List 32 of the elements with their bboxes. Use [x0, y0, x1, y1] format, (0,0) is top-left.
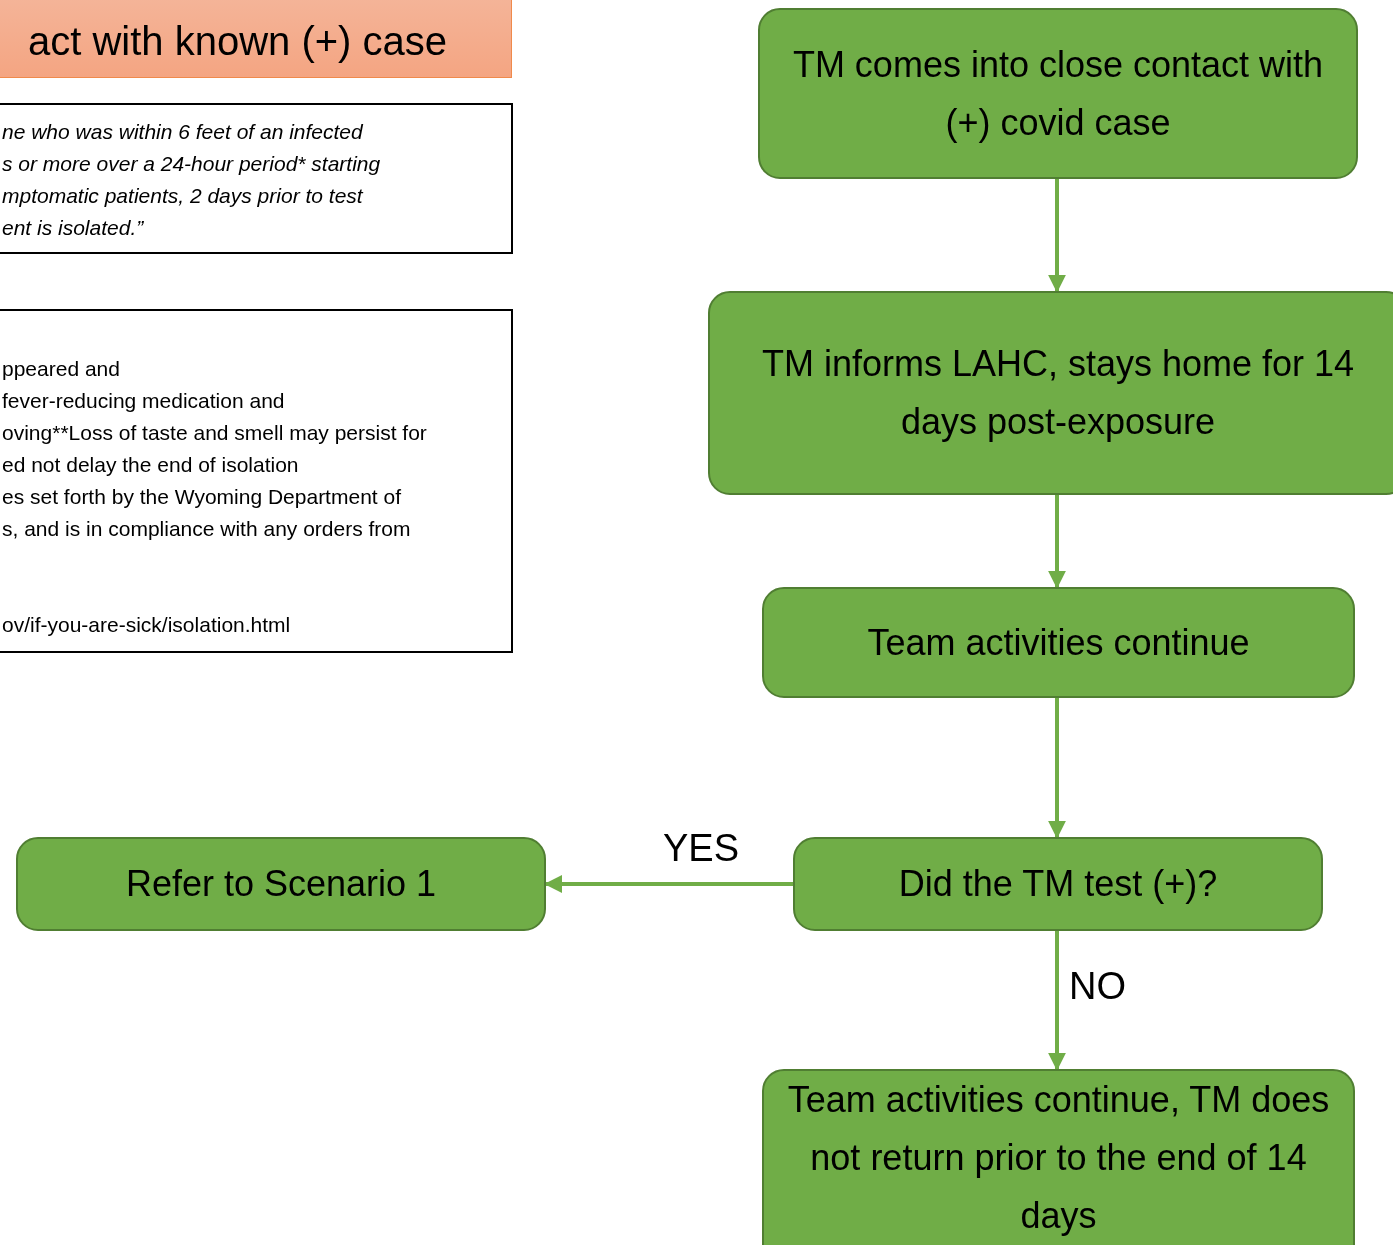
- process-box: [16, 837, 546, 931]
- heading-banner: [0, 0, 512, 78]
- box-text: Refer to Scenario 1: [124, 862, 438, 906]
- arrow: [1048, 495, 1066, 589]
- arrow: [1048, 698, 1066, 839]
- note-text: oving**Loss of taste and smell may persist for: [2, 420, 427, 446]
- box-text: Did the TM test (+)?: [897, 862, 1219, 906]
- process-box: [758, 8, 1358, 179]
- note-text: es set forth by the Wyoming Department of: [2, 484, 401, 510]
- box-text: TM informs LAHC, stays home for 14 days post-exposure: [760, 342, 1356, 444]
- heading-text: act with known (+) case: [27, 18, 447, 65]
- arrow: [1048, 931, 1066, 1071]
- note-box: [0, 103, 513, 254]
- arrow: [1048, 179, 1066, 293]
- note-text: ent is isolated.”: [2, 215, 144, 241]
- process-box: [708, 291, 1393, 495]
- process-box: [762, 1069, 1355, 1245]
- box-text: TM comes into close contact with (+) covid case: [791, 42, 1325, 145]
- box-text: Team activities continue: [866, 620, 1251, 665]
- box-text: Team activities continue, TM does not return prior to the end of 14 days: [786, 1078, 1331, 1238]
- note-text: ppeared and: [2, 356, 120, 382]
- arrow: [544, 875, 793, 893]
- note-text: s or more over a 24-hour period* starting: [2, 151, 381, 177]
- process-box: [793, 837, 1323, 931]
- note-text: ed not delay the end of isolation: [2, 452, 299, 478]
- note-text: ov/if-you-are-sick/isolation.html: [2, 612, 291, 638]
- note-text: s, and is in compliance with any orders from: [2, 516, 411, 542]
- note-text: fever-reducing medication and: [2, 388, 285, 414]
- note-text: mptomatic patients, 2 days prior to test: [2, 183, 363, 209]
- note-text: ne who was within 6 feet of an infected: [2, 119, 363, 145]
- process-box: [762, 587, 1355, 698]
- note-box: [0, 309, 513, 653]
